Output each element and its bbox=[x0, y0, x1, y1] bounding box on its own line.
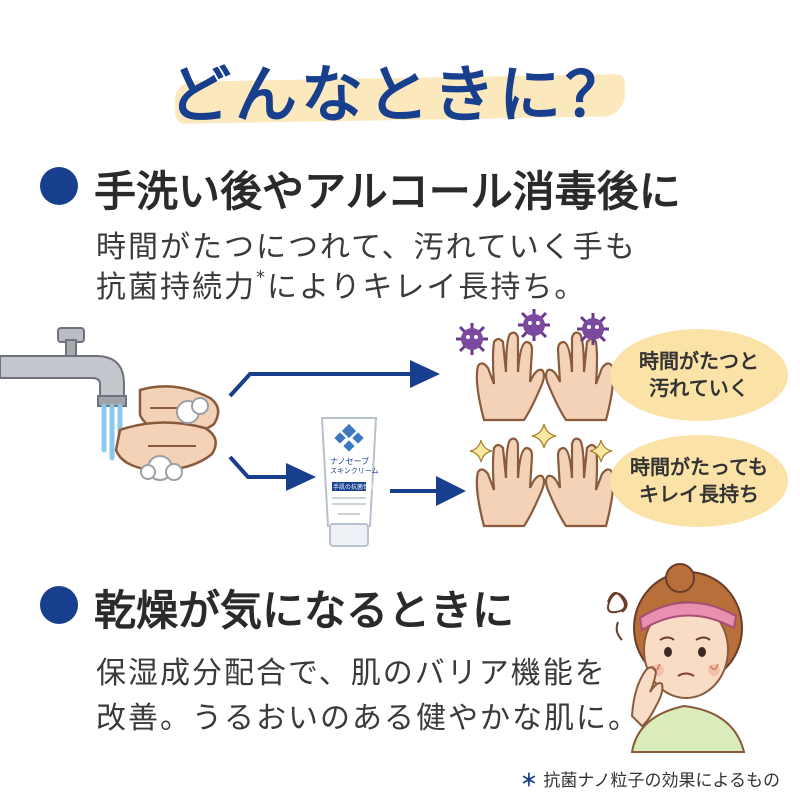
section2-heading: 乾燥が気になるときに bbox=[94, 586, 515, 635]
section1-heading: 手洗い後やアルコール消毒後に bbox=[94, 167, 681, 216]
lower-branch-arrow-icon bbox=[228, 455, 316, 491]
footnote: ＊抗菌ナノ粒子の効果によるもの bbox=[520, 766, 780, 791]
product-name-line1: ナノセーブ bbox=[330, 457, 370, 466]
asterisk-mark: * bbox=[256, 267, 267, 288]
section1-line1: 時間がたつにつれて、汚れていく手も bbox=[96, 230, 637, 265]
bubble-bottom-line2: キレイ長持ち bbox=[639, 482, 759, 506]
page-title: どんなときに？ bbox=[168, 58, 631, 131]
product-badge: 手肌の抗菌保湿 bbox=[333, 484, 376, 491]
virus-icon bbox=[518, 309, 550, 341]
section2-bullet-icon bbox=[40, 586, 78, 624]
footnote-asterisk: ＊ bbox=[520, 771, 538, 791]
virus-icon bbox=[577, 313, 609, 345]
section2-line1: 保湿成分配合で、肌のバリア機能を bbox=[96, 656, 607, 691]
clean-long-lasting-bubble: 時間がたっても キレイ長持ち bbox=[610, 435, 788, 527]
upper-arrow-icon bbox=[228, 360, 440, 398]
sparkle-icon bbox=[531, 423, 557, 449]
woman-dry-skin-illustration bbox=[607, 563, 746, 753]
product-name-line2: スキンクリーム bbox=[330, 467, 379, 475]
section1-bullet-icon bbox=[40, 167, 78, 205]
faucet-washing-hands-illustration bbox=[0, 327, 220, 481]
section2-line2: 改善。うるおいのある健やかな肌に。 bbox=[96, 701, 640, 736]
sparkle-icon bbox=[469, 439, 493, 463]
bubble-bottom-line1: 時間がたっても bbox=[630, 455, 768, 479]
section1-line2-main: 抗菌持続力 bbox=[96, 270, 256, 305]
lower-arrow-icon bbox=[390, 476, 466, 506]
sparkle-icon bbox=[589, 439, 613, 463]
section1-line2-tail: によりキレイ長持ち。 bbox=[267, 270, 587, 305]
footnote-text: 抗菌ナノ粒子の効果によるもの bbox=[543, 771, 780, 791]
section1-line2: 抗菌持続力*によりキレイ長持ち。 bbox=[96, 262, 586, 306]
dirty-hands-illustration bbox=[475, 331, 615, 422]
bubble-top-line1: 時間がたつと bbox=[639, 349, 759, 373]
title-area: どんなときに？ bbox=[0, 38, 800, 131]
dirty-over-time-bubble: 時間がたつと 汚れていく bbox=[610, 329, 788, 421]
bubble-top-line2: 汚れていく bbox=[649, 376, 749, 400]
clean-hands-illustration bbox=[475, 437, 615, 528]
product-tube-image bbox=[320, 417, 378, 547]
virus-icon bbox=[456, 323, 488, 355]
